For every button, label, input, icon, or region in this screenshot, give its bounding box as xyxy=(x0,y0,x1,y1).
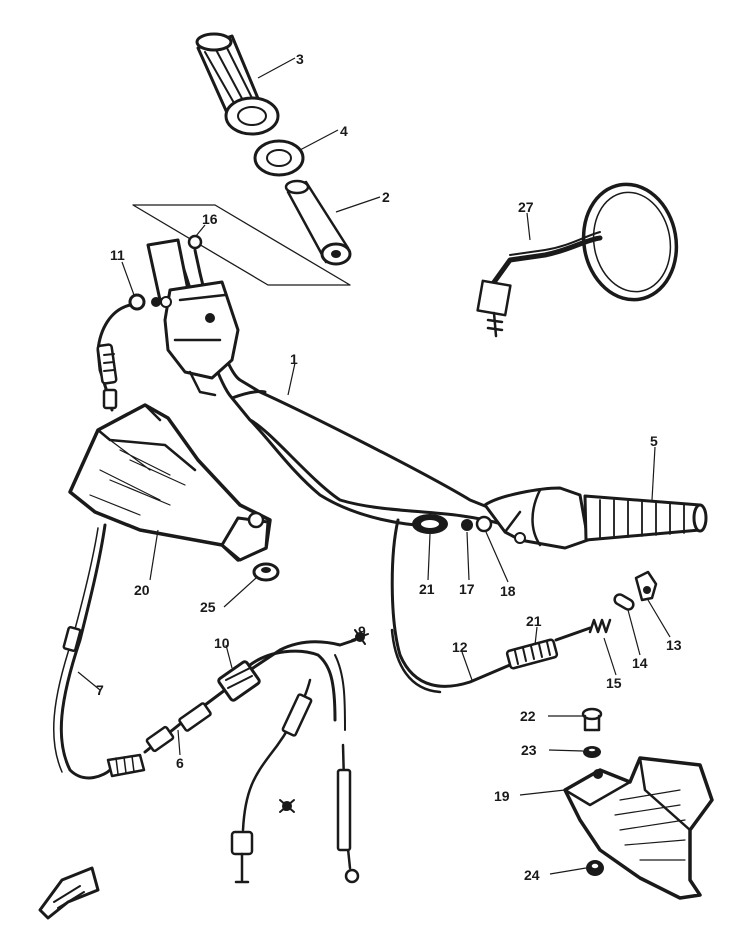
cable-junction xyxy=(143,629,369,754)
callout-9: 9 xyxy=(358,623,366,639)
grip-right xyxy=(583,494,708,542)
hand-guard-left xyxy=(68,403,272,562)
callout-5: 5 xyxy=(650,433,658,449)
callout-1: 1 xyxy=(290,351,298,367)
callout-10: 10 xyxy=(214,635,230,651)
callout-24: 24 xyxy=(524,867,540,883)
callout-8: 8 xyxy=(282,798,290,814)
callout-7: 7 xyxy=(96,682,104,698)
callout-13: 13 xyxy=(666,637,682,653)
callout-19: 19 xyxy=(494,788,510,804)
callout-11: 11 xyxy=(110,247,125,263)
callout-21: 21 xyxy=(419,581,435,597)
right-switch-housing xyxy=(483,486,590,550)
leader-lines xyxy=(77,57,671,875)
adjuster-spring xyxy=(588,618,612,634)
nut-24 xyxy=(586,860,604,876)
callout-17: 17 xyxy=(459,581,475,597)
callout-15: 15 xyxy=(606,675,622,691)
callout-23: 23 xyxy=(521,742,537,758)
callout-4: 4 xyxy=(340,123,348,139)
callout-14: 14 xyxy=(632,655,648,671)
bolt-22 xyxy=(581,707,603,732)
clutch-cable-lower xyxy=(52,523,146,780)
callout-21b: 21 xyxy=(526,613,542,629)
collar-ring xyxy=(253,139,305,177)
adjuster-bolt xyxy=(634,570,658,602)
hand-guard-right xyxy=(563,756,714,900)
callout-2: 2 xyxy=(382,189,390,205)
throttle-sleeve xyxy=(284,179,352,266)
clutch-cable-upper xyxy=(96,303,132,412)
lower-cable-branches xyxy=(230,678,360,884)
washer-25 xyxy=(252,562,280,582)
callout-22: 22 xyxy=(520,708,536,724)
adjuster-pin xyxy=(613,593,635,611)
mirror xyxy=(476,182,679,338)
throttle-cable xyxy=(390,518,592,694)
callout-16: 16 xyxy=(202,211,218,227)
handlebar xyxy=(178,248,522,527)
bar-fittings xyxy=(412,514,493,534)
pivot-bolt xyxy=(128,293,172,311)
left-switch-housing xyxy=(146,234,240,397)
callout-18: 18 xyxy=(500,583,516,599)
grip-left xyxy=(195,32,280,136)
callout-20: 20 xyxy=(134,582,150,598)
callout-6: 6 xyxy=(176,755,184,771)
callout-3: 3 xyxy=(296,51,304,67)
callout-labels: 3 4 2 27 16 11 1 5 20 25 21 17 18 13 14 … xyxy=(96,51,682,883)
washer-23 xyxy=(583,746,601,758)
callout-25: 25 xyxy=(200,599,216,615)
front-arrow-icon xyxy=(38,866,100,920)
callout-12: 12 xyxy=(452,639,468,655)
callout-27: 27 xyxy=(518,199,534,215)
